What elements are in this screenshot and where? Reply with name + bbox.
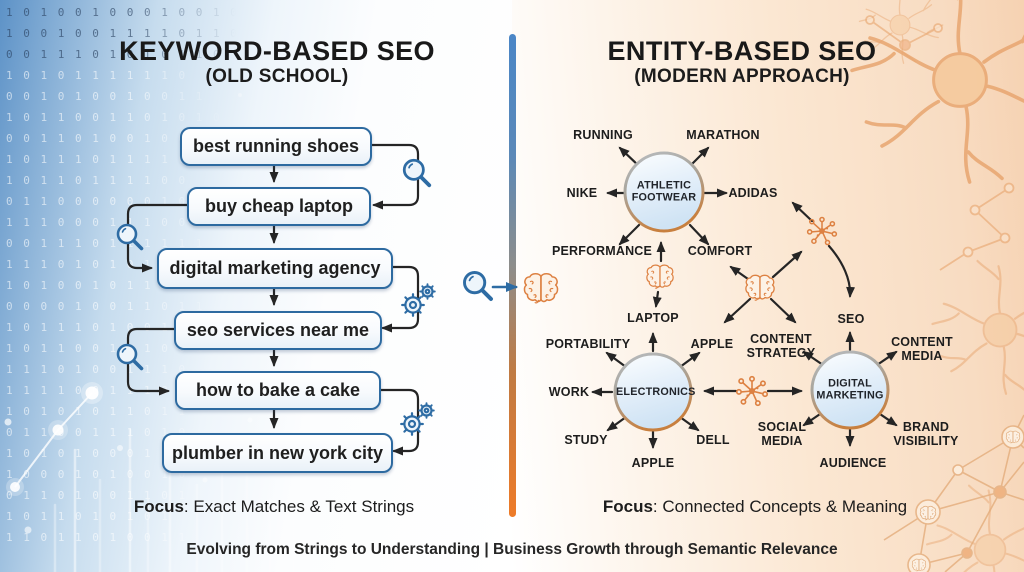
hub-label-electronics: ELECTRONICS — [616, 385, 696, 398]
network-constellation-right — [865, 15, 1015, 271]
entity-spoke-label: APPLE — [690, 337, 734, 351]
entity-spoke-label: ADIDAS — [728, 186, 778, 200]
footer-tagline: Evolving from Strings to Understanding |… — [186, 541, 838, 558]
right-title: ENTITY-BASED SEO — [607, 36, 877, 66]
focus-label: Focus — [602, 497, 653, 516]
keyword-box: plumber in new york city — [162, 433, 393, 473]
left-focus-text: Focus: Exact Matches & Text Strings — [133, 497, 415, 516]
right-focus-text: Focus: Connected Concepts & Meaning — [602, 497, 908, 516]
entity-spoke-label: DELL — [696, 433, 730, 447]
entity-spoke-label: RUNNING — [573, 128, 633, 142]
entity-spoke-label: WORK — [548, 385, 590, 399]
entity-hub-circles — [613, 151, 890, 432]
entity-spoke-label: APPLE — [631, 456, 675, 470]
entity-graph-arrows — [591, 146, 898, 449]
entity-spoke-label: SEO — [837, 312, 865, 326]
hub-circle-athletic-footwear — [623, 151, 705, 233]
keyword-box: how to bake a cake — [175, 371, 381, 410]
hub-circle-digital-marketing — [810, 350, 890, 430]
focus-label: Focus — [133, 497, 184, 516]
keyword-box: buy cheap laptop — [187, 187, 371, 226]
center-divider — [509, 34, 516, 517]
keyword-box: seo services near me — [174, 311, 382, 350]
keyword-box: best running shoes — [180, 127, 372, 166]
entity-spoke-label: NIKE — [566, 186, 598, 200]
hub-label-athletic-footwear: ATHLETIC FOOTWEAR — [631, 179, 697, 204]
entity-spoke-label: AUDIENCE — [819, 456, 887, 470]
entity-spoke-label: STUDY — [564, 433, 608, 447]
entity-spoke-label: CONTENT MEDIA — [891, 335, 953, 363]
right-subtitle: (MODERN APPROACH) — [634, 66, 850, 87]
entity-spoke-label: BRAND VISIBILITY — [893, 420, 959, 448]
keyword-box: digital marketing agency — [157, 248, 393, 289]
entity-spoke-label: COMFORT — [687, 244, 753, 258]
entity-spoke-label: SOCIAL MEDIA — [757, 420, 807, 448]
hub-label-digital-marketing: DIGITAL MARKETING — [816, 377, 884, 402]
entity-spoke-label: CONTENT STRATEGY — [746, 332, 816, 360]
entity-spoke-label: LAPTOP — [627, 311, 679, 325]
left-title: KEYWORD-BASED SEO — [119, 36, 435, 66]
entity-spoke-label: MARATHON — [686, 128, 760, 142]
left-subtitle: (OLD SCHOOL) — [205, 66, 349, 87]
hub-circle-electronics — [613, 352, 693, 432]
entity-spoke-label: PORTABILITY — [545, 337, 631, 351]
entity-spoke-label: PERFORMANCE — [551, 244, 653, 258]
